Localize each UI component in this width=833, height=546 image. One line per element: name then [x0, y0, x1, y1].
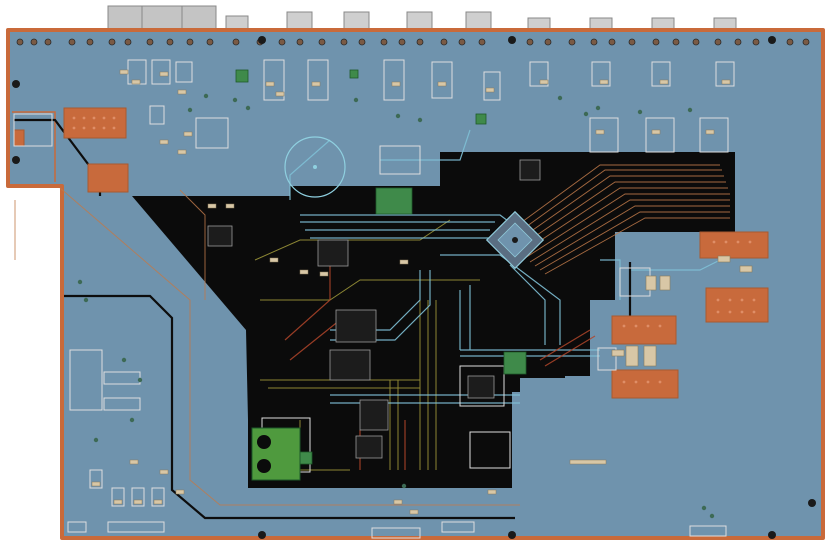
connector-block-1 [107, 5, 143, 33]
trace-group-diagonal [14, 187, 520, 506]
mount-hole-left-2 [12, 156, 20, 164]
mount-hole-top-2 [508, 36, 516, 44]
mount-hole-corner [768, 531, 776, 539]
pad-left-lower [87, 163, 129, 193]
ic-packages [207, 159, 541, 459]
mount-hole-top-3 [768, 36, 776, 44]
edge-pin-holes [16, 38, 810, 46]
silkscreen-circle-center [313, 165, 317, 169]
pad-right-2 [705, 287, 769, 323]
connector-small-4 [406, 11, 433, 31]
copper-pads [13, 107, 769, 399]
mount-hole-left-1 [12, 80, 20, 88]
connector-small-5 [465, 11, 492, 31]
pad-right-3 [611, 315, 677, 345]
green-components [235, 69, 527, 465]
top-connectors [107, 5, 737, 33]
trace-fan-orange [499, 164, 730, 275]
inner-cutout-line [12, 111, 56, 182]
capacitor-footprint [251, 427, 301, 481]
connector-small-3 [343, 11, 370, 31]
connector-small-2 [286, 11, 313, 31]
mount-hole-bottom-1 [258, 531, 266, 539]
pad-texture [72, 116, 756, 384]
pad-left-upper [63, 107, 127, 139]
vias [77, 93, 715, 519]
pad-right-1 [699, 231, 769, 259]
silkscreen-circle-outline [284, 136, 346, 198]
connector-block-2 [141, 5, 183, 33]
component-footprints [13, 59, 735, 539]
right-connector-parts [611, 255, 753, 367]
mount-hole-top-1 [258, 36, 266, 44]
mount-hole-right [808, 499, 816, 507]
smd-parts [91, 69, 731, 515]
pad-right-4 [611, 369, 679, 399]
mount-hole-center [512, 237, 518, 243]
mount-hole-bottom-2 [508, 531, 516, 539]
pad-left-small [13, 129, 25, 147]
connector-small-1 [225, 15, 249, 31]
mounting-holes [12, 36, 816, 539]
